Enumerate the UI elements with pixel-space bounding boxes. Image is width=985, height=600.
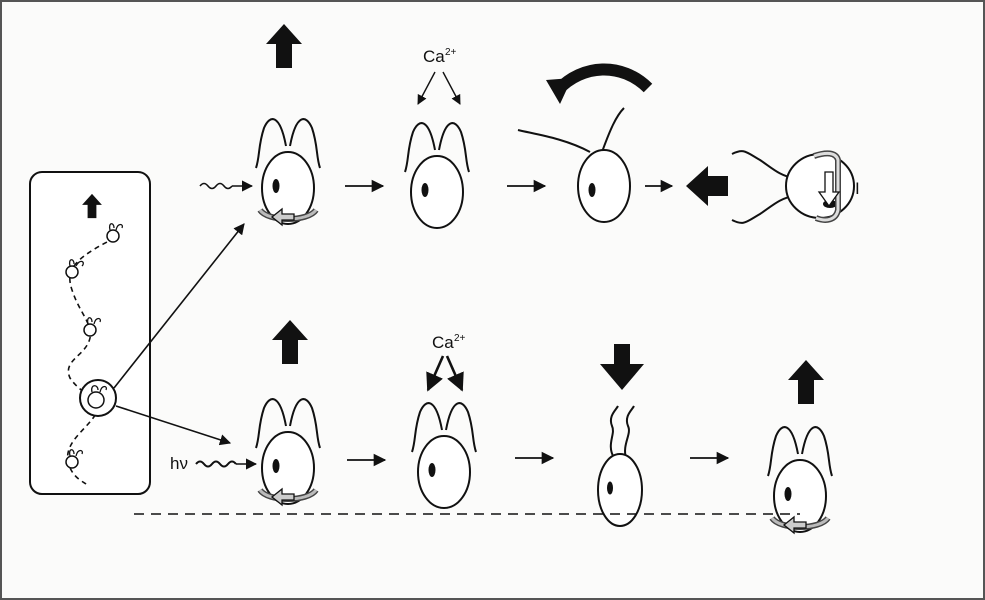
bottom-stage3-cell [597, 405, 643, 527]
bottom-stage1-cell [255, 398, 321, 505]
small-cell-2 [65, 259, 84, 279]
svg-text:Ca: Ca [423, 47, 445, 66]
connector-arrow-top [113, 223, 245, 389]
top-stage3-cell [517, 107, 631, 223]
highlighted-cell [79, 379, 117, 417]
svg-text:2+: 2+ [454, 333, 466, 344]
bottom-stage4-cell [767, 426, 833, 533]
top-calcium-label: Ca 2+ [423, 47, 457, 66]
top-stage1-up-arrow [266, 24, 302, 68]
bottom-row: hν Ca 2+ [170, 320, 833, 533]
svg-text:2+: 2+ [445, 47, 457, 58]
bottom-stage2-cell [411, 402, 477, 509]
top-stage2-cell [404, 122, 470, 229]
bottom-calcium-label: Ca 2+ [432, 333, 466, 352]
top-turn-arrow [553, 63, 653, 95]
top-stage1-cell [255, 118, 321, 225]
connector-arrow-bottom [115, 405, 232, 446]
bottom-stage4-up-arrow [788, 360, 824, 404]
top-stage4-cell [731, 150, 855, 224]
small-cell-3 [83, 317, 102, 337]
bottom-stage1-up-arrow [272, 320, 308, 364]
bottom-light-wave [195, 460, 237, 468]
top-left-block-arrow [686, 166, 728, 206]
top-row: Ca 2+ I [199, 24, 860, 229]
small-cell-1 [106, 223, 124, 243]
light-symbol: hν [170, 454, 188, 473]
top-light-wave [199, 182, 233, 190]
side-mark: I [855, 179, 860, 198]
svg-text:Ca: Ca [432, 333, 454, 352]
bottom-down-arrow [600, 344, 644, 390]
small-cell-4 [65, 449, 84, 469]
swimming-path-panel [29, 171, 151, 495]
